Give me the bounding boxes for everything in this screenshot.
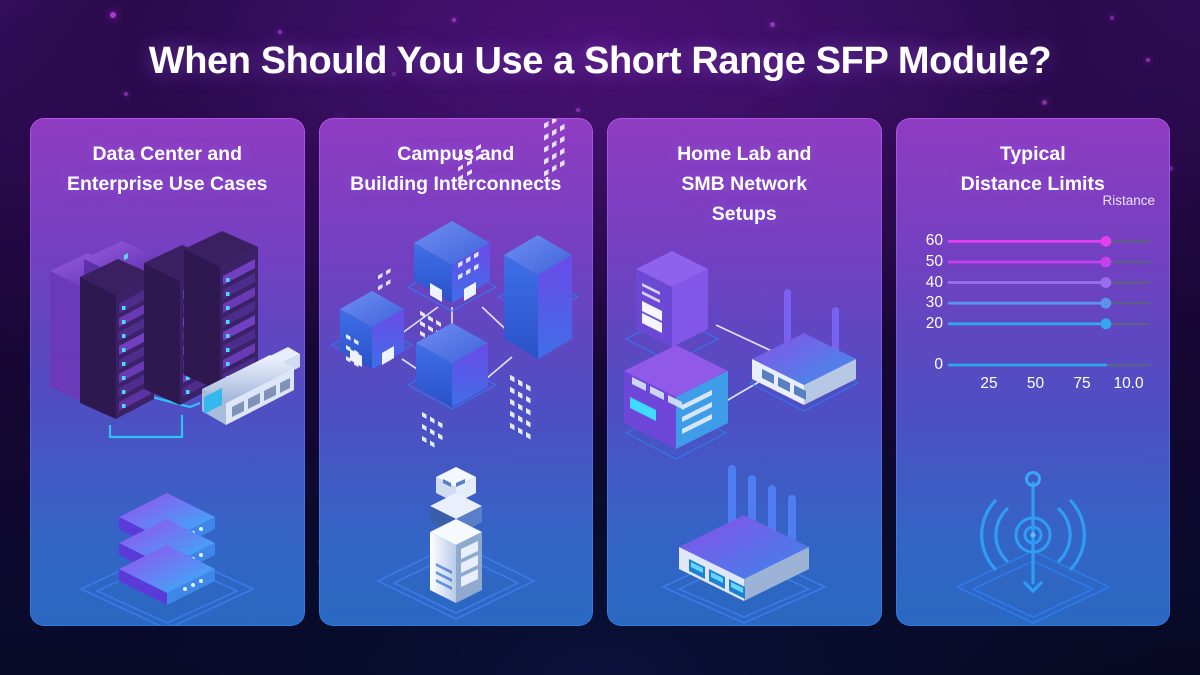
chart-x-tick-label: 50 bbox=[1026, 375, 1045, 392]
wireless-router-icon bbox=[608, 453, 881, 624]
buildings-network-illustration bbox=[320, 119, 593, 461]
chart-y-tick-label: 20 bbox=[925, 314, 943, 332]
card-title: Data Center and Enterprise Use Cases bbox=[31, 139, 304, 199]
chart-y-tick-label: 60 bbox=[925, 232, 943, 250]
page-title: When Should You Use a Short Range SFP Mo… bbox=[148, 40, 1052, 82]
server-rack-illustration bbox=[31, 207, 304, 457]
chart-y-tick-label: 40 bbox=[925, 273, 943, 291]
card-distance-limits[interactable]: Typical Distance Limits Ristance 60 50 40 3… bbox=[896, 118, 1171, 626]
chart-data-point[interactable] bbox=[1099, 318, 1111, 330]
chart-plot bbox=[947, 235, 1150, 367]
card-title-line: Typical bbox=[999, 143, 1066, 165]
wireless-signal-icon bbox=[897, 455, 1170, 625]
background-particle bbox=[770, 22, 775, 27]
distance-limits-chart: Ristance 60 50 40 30 20 0 25 50 75 10.0 bbox=[897, 193, 1170, 392]
background-particle bbox=[278, 30, 282, 34]
card-home-lab[interactable]: Home Lab and SMB Network Setups bbox=[607, 118, 882, 626]
card-title: Campus and Building Interconnects bbox=[320, 139, 593, 199]
background-particle bbox=[124, 92, 128, 96]
card-title-line: Campus and bbox=[397, 143, 515, 165]
background-particle bbox=[576, 108, 580, 112]
chart-legend-label: Ristance bbox=[1102, 193, 1155, 208]
card-title-line: Enterprise Use Cases bbox=[66, 173, 268, 195]
chart-legend: Ristance bbox=[1102, 193, 1155, 208]
home-lab-illustration bbox=[608, 237, 881, 462]
sfp-module-art bbox=[202, 347, 301, 425]
background-particle bbox=[1110, 16, 1114, 20]
chart-data-point[interactable] bbox=[1099, 235, 1111, 247]
card-title: Typical Distance Limits bbox=[897, 139, 1170, 199]
background-particle bbox=[452, 18, 456, 22]
card-title-line: Data Center and bbox=[92, 143, 243, 165]
chart-data-point[interactable] bbox=[1099, 297, 1111, 309]
sfp-transceiver-icon bbox=[320, 457, 593, 622]
card-title-line: SMB Network bbox=[681, 173, 808, 195]
card-title: Home Lab and SMB Network Setups bbox=[608, 139, 881, 229]
chart-x-tick-label: 75 bbox=[1073, 375, 1091, 392]
card-title-line: Distance Limits bbox=[960, 173, 1105, 195]
chart-x-tick-label: 10.0 bbox=[1113, 375, 1144, 392]
chart-y-tick-label: 50 bbox=[925, 252, 943, 270]
background-particle bbox=[1042, 100, 1047, 105]
stacked-server-icon bbox=[31, 471, 304, 625]
cards-row: Data Center and Enterprise Use Cases bbox=[30, 118, 1170, 626]
card-title-line: Home Lab and bbox=[677, 143, 812, 165]
card-data-center[interactable]: Data Center and Enterprise Use Cases bbox=[30, 118, 305, 626]
card-title-line: Setups bbox=[711, 203, 777, 225]
chart-y-tick-label: 30 bbox=[925, 294, 943, 312]
card-title-line: Building Interconnects bbox=[350, 173, 562, 195]
chart-data-point[interactable] bbox=[1099, 256, 1111, 268]
chart-data-point[interactable] bbox=[1099, 277, 1111, 288]
background-particle bbox=[110, 12, 116, 18]
card-campus[interactable]: Campus and Building Interconnects bbox=[319, 118, 594, 626]
chart-x-tick-label: 25 bbox=[980, 375, 998, 392]
chart-y-tick-label: 0 bbox=[934, 356, 943, 373]
